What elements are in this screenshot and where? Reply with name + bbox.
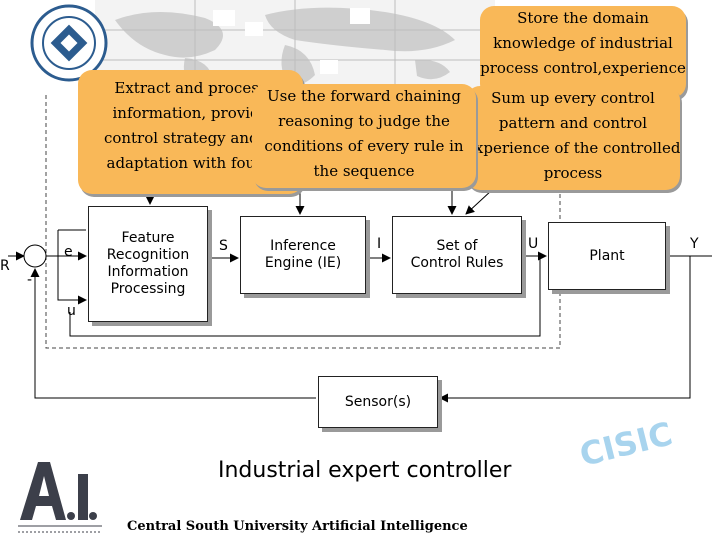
callout-line: experience of the controlled	[466, 139, 680, 157]
callout-forward-chaining: Use the forward chaining reasoning to ju…	[252, 84, 476, 188]
block-label: Feature Recognition Information Processi…	[106, 230, 190, 297]
ai-logo	[18, 462, 102, 533]
block-label: Set of Control Rules	[410, 238, 504, 271]
callout-line: Store the domain	[517, 9, 649, 27]
block-label: Inference Engine (IE)	[264, 238, 342, 271]
diagram-title: Industrial expert controller	[218, 458, 512, 483]
callout-line: the sequence	[313, 162, 415, 180]
university-logo	[30, 4, 108, 82]
block-label: Plant	[589, 247, 625, 264]
minus-sign-label: -	[27, 272, 33, 288]
callout-line: reasoning to judge the	[278, 112, 450, 130]
callout-store-knowledge: Store the domain knowledge of industrial…	[480, 6, 686, 98]
signal-u-output-label: U	[528, 236, 539, 252]
callout-line: process	[543, 164, 603, 182]
inference-engine-block: Inference Engine (IE)	[240, 216, 366, 294]
footer-text: Central South University Artificial Inte…	[127, 519, 468, 534]
callout-line: Extract and process	[114, 79, 267, 97]
callout-line: adaptation with found	[106, 154, 275, 172]
signal-i-label: I	[377, 236, 382, 252]
callout-line: Sum up every control	[491, 89, 655, 107]
signal-r-label: R	[0, 258, 10, 274]
callout-line: Use the forward chaining	[267, 87, 461, 105]
signal-s-label: S	[219, 238, 228, 254]
callout-line: pattern and control	[498, 114, 648, 132]
signal-y-label: Y	[690, 236, 699, 252]
plant-block: Plant	[548, 222, 666, 290]
callout-line: control strategy and le	[103, 129, 278, 147]
callout-line: information, provide	[112, 104, 269, 122]
sensor-block: Sensor(s)	[318, 376, 438, 428]
callout-line: knowledge of industrial	[493, 34, 673, 52]
signal-e-label: e	[64, 244, 73, 260]
callout-sum-up-patterns: Sum up every control pattern and control…	[466, 86, 680, 190]
control-rules-block: Set of Control Rules	[392, 216, 522, 294]
signal-u-label: u	[67, 303, 76, 319]
feature-recognition-block: Feature Recognition Information Processi…	[88, 206, 208, 322]
callout-line: conditions of every rule in	[264, 137, 464, 155]
block-label: Sensor(s)	[344, 393, 412, 410]
callout-line: process control,experience	[480, 59, 686, 77]
